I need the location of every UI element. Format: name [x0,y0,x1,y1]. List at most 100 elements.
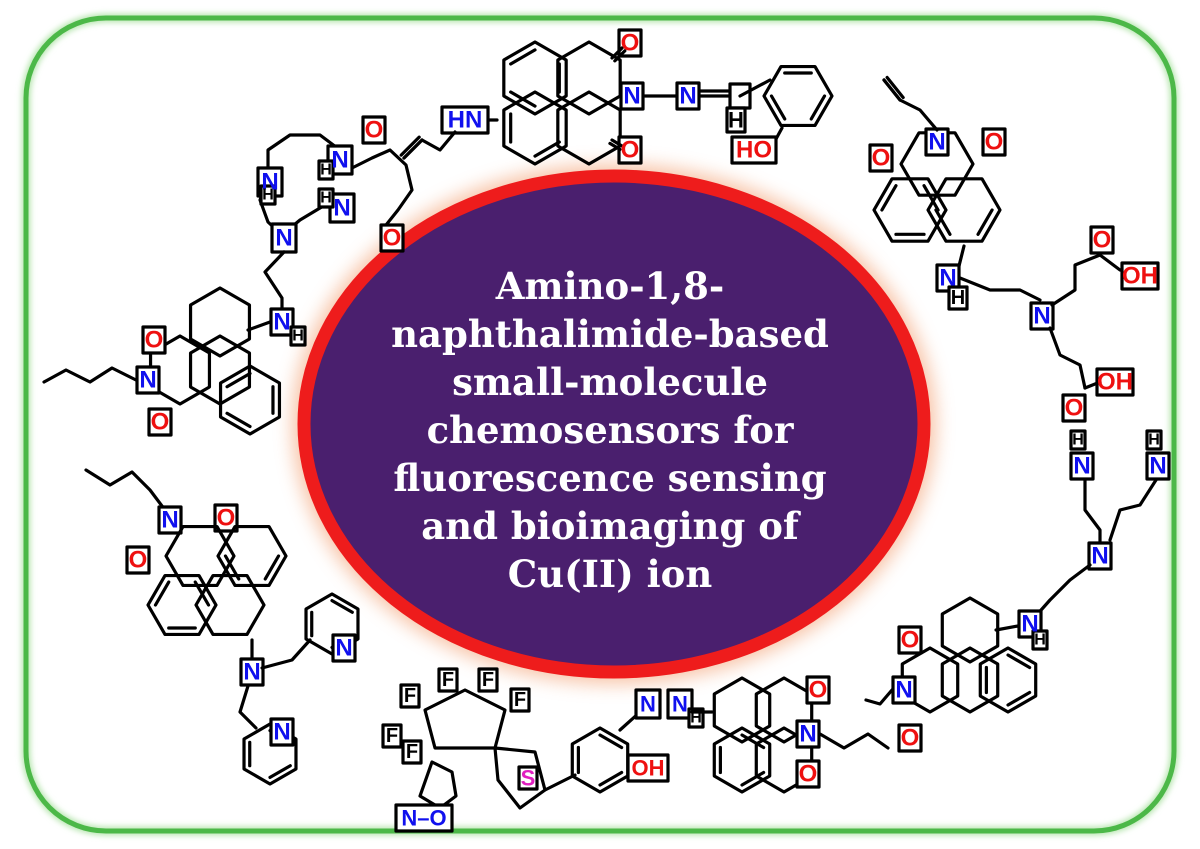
molecule-bottom-left-pyridine-2 [242,722,298,786]
double-bond [399,135,421,157]
molecule-right-tren-ring-c [978,646,1038,714]
molecule-right-tren-ring-a [940,596,1000,664]
label-mask [1031,629,1049,651]
molecule-top-right-ring-b [926,177,1002,243]
aromatic-bond [533,140,561,158]
label-mask [125,545,151,575]
molecule-top-right-imide-n: N [928,129,945,156]
bond [42,366,138,384]
bond [84,468,167,512]
aromatic-bond [769,94,787,121]
molecule-top-right-tertiary-n: N [1033,303,1050,330]
label-mask [868,143,894,173]
molecule-right-tren-amine-h2: H [1148,432,1160,449]
label-mask [331,633,357,663]
molecule-bottom-hydrazone-h: H [690,710,702,727]
label-mask [1089,225,1115,255]
molecule-left-macrocycle-macrocycle [350,148,414,232]
molecule-left-macrocycle-oxygen-1: O [365,117,384,144]
aromatic-bond [193,580,211,607]
label-mask [730,135,778,165]
label-mask [379,223,405,253]
aromatic-bond [598,733,624,750]
molecule-bottom-hydrazone-n2: N [672,692,688,717]
molecule-top-right-acid-o2: O [1065,395,1084,422]
molecule-top-ring-b [502,90,568,166]
label-mask [626,753,670,783]
label-mask [725,106,747,134]
label-mask [401,739,423,765]
molecule-left-macrocycle-oxygen-2: O [383,225,402,252]
molecule-left-macrocycle-ring-h1: H [262,187,274,204]
molecule-right-tren-amine-n2: N [1149,453,1166,480]
bond [260,638,312,670]
molecule-bottom-aryl-ring [570,726,630,794]
label-mask [805,675,831,705]
molecule-bottom-left-ring-c [146,573,218,637]
molecule-bottom-imide-n: N [799,721,816,748]
label-mask [795,759,821,789]
label-mask [1145,429,1163,451]
molecule-bottom-oxygen-2: O [799,761,818,788]
molecule-bottom-f3: F [482,669,494,691]
aromatic-bond [223,554,241,581]
label-mask [897,723,923,753]
label-mask [1061,393,1087,423]
molecule-left-macrocycle-amide-n1: N [331,147,348,174]
double-bond [610,138,624,148]
molecule-left-macrocycle-amide-h2: H [320,190,332,207]
label-mask [394,803,454,833]
molecule-top-right-ring-a [872,177,948,243]
molecule-left-macrocycle-ring-n1: N [261,169,278,196]
molecule-bottom-left-ring-b [194,573,266,637]
bond [994,624,1020,632]
bond [1032,563,1092,620]
double-bond [402,138,424,160]
molecule-bottom-hydroxyl: OH [632,756,665,781]
label-mask [947,285,969,311]
label-mask [270,222,298,254]
molecule-bottom-left-oxygen-1: O [217,505,236,532]
aromatic-bond [922,184,940,212]
molecule-top-oxygen-1: O [621,30,640,57]
molecule-bottom-thiophene [493,746,547,810]
aromatic-bond [1006,690,1032,707]
molecule-bottom-left-ring-a [164,524,236,588]
title-line-5: fluorescence sensing [393,456,827,500]
molecule-left-macrocycle-imide-n: N [139,367,156,394]
molecule-right-tren-tertiary-n: N [1091,543,1108,570]
aromatic-bond [1006,653,1032,670]
bond [1083,380,1102,390]
label-mask [289,325,307,347]
molecule-top-right-acid-oh1: OH [1122,263,1158,290]
label-mask [157,505,183,535]
aromatic-bond [509,48,537,66]
bond [543,773,577,792]
bond [1083,478,1102,550]
molecule-top-hydrazone-n: N [679,83,696,110]
molecule-left-macrocycle-ring-a [188,286,252,358]
molecule-right-tren-ring-b [940,646,1000,714]
bond [1048,326,1087,390]
label-mask [1145,451,1171,481]
molecule-top-right-amine-n: N [939,265,956,292]
molecule-bottom-f6: F [406,741,418,763]
frame-border [23,15,1177,834]
aromatic-bond [225,371,252,389]
label-mask [1087,541,1113,571]
bond [1098,253,1122,272]
bond [818,732,890,750]
aromatic-bond [740,770,766,787]
bond [958,276,1042,302]
molecule-bottom-left-pyridine-n1: N [335,635,352,662]
double-bond [885,75,905,100]
molecule-right-tren-ring-d [900,646,960,714]
label-mask [1069,429,1087,451]
molecule-top-right-amine-h: H [951,287,965,309]
molecule-top-imide-n: N [623,83,640,110]
label-mask [1029,301,1055,331]
molecule-top-right-oxygen-1: O [872,145,891,172]
title-line-1: Amino-1,8- [495,264,725,308]
